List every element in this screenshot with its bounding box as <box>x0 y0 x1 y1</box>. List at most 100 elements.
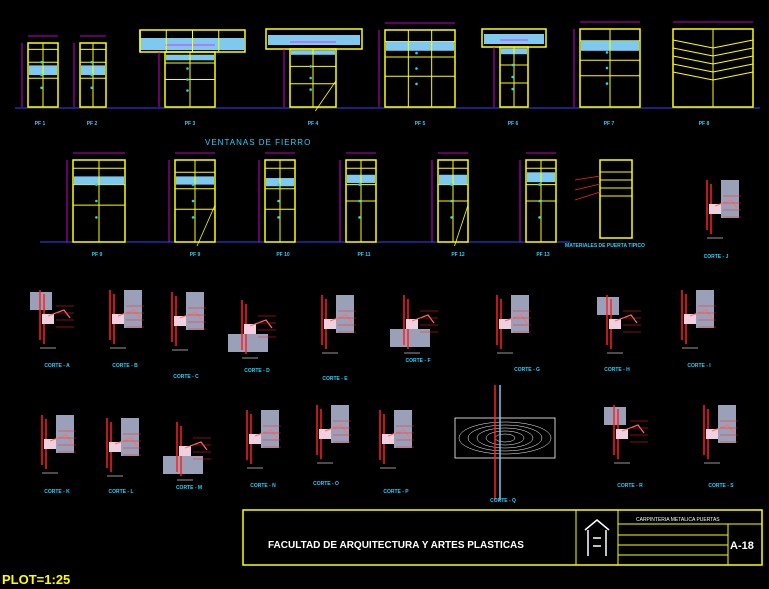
pf10-marker <box>277 199 280 203</box>
corte-label-s: CORTE - S <box>708 483 734 489</box>
pf9b-marker <box>191 216 195 219</box>
pf13-marker <box>538 183 541 186</box>
pf3-marker <box>186 78 189 81</box>
door-typical-leader <box>574 175 601 181</box>
corte-p-wall <box>394 410 412 448</box>
pf8-slat <box>672 63 714 73</box>
corte-q-grain <box>494 433 516 443</box>
pf6-marker <box>511 87 514 91</box>
pf2-marker <box>90 86 93 90</box>
panel-label-pf4: PF 4 <box>307 121 319 127</box>
pf8-slat <box>672 39 714 49</box>
pf4-marker <box>309 88 313 91</box>
corte-l-block <box>109 442 121 452</box>
title-block-info <box>617 509 763 566</box>
title-block-main <box>242 509 577 566</box>
corte-l-sill <box>114 437 138 447</box>
panel-label-pf8: PF 8 <box>698 121 710 127</box>
panel-label-pf5: PF 5 <box>414 121 426 127</box>
corte-m-sill <box>184 441 208 451</box>
corte-h-wall <box>597 297 619 315</box>
corte-e-wall <box>336 295 354 333</box>
pf4-marker <box>309 76 313 80</box>
title-block-sheet-number: A-18 <box>730 540 754 552</box>
pf10-marker <box>277 183 280 186</box>
pf4-swing <box>314 80 337 112</box>
corte-label-b: CORTE - B <box>112 363 138 369</box>
panel-label-pf9a: PF 9 <box>91 252 103 258</box>
corte-f-block <box>406 319 418 329</box>
pf9b-swing <box>196 204 216 247</box>
pf8-slat <box>712 47 754 57</box>
door-typical-leader <box>574 183 601 191</box>
corte-a-sill <box>47 309 71 319</box>
corte-r-block <box>616 429 628 439</box>
pf2-marker <box>90 60 93 64</box>
corte-label-d: CORTE - D <box>244 368 270 374</box>
corte-label-j: CORTE - J <box>703 254 729 260</box>
pf7-marker <box>605 66 609 70</box>
pf4-head-glass <box>268 35 360 45</box>
corte-q-grain <box>485 430 525 446</box>
pf8-slat <box>672 47 714 57</box>
corte-h-sill <box>614 314 638 324</box>
corte-a-wall <box>30 292 52 310</box>
pf9a-marker <box>95 183 98 186</box>
pf13-marker <box>538 216 541 219</box>
panel-label-pf2: PF 2 <box>86 121 98 127</box>
pf6-marker <box>511 75 514 79</box>
pf12-marker <box>450 199 453 203</box>
pf8-slat <box>672 71 714 81</box>
corte-label-h: CORTE - H <box>604 367 630 373</box>
corte-i-sill <box>689 309 713 319</box>
pf1-marker <box>40 73 43 77</box>
pf8-slat <box>672 55 714 65</box>
corte-r-wall <box>604 407 626 425</box>
pf11-marker <box>358 199 361 203</box>
corte-label-l: CORTE - L <box>108 489 134 495</box>
corte-h-block <box>609 319 621 329</box>
pf2-marker <box>90 73 93 77</box>
corte-k-wall <box>56 415 74 453</box>
corte-m-block <box>179 446 191 456</box>
panel-label-pf11: PF 11 <box>357 252 371 258</box>
title-block-title: FACULTAD DE ARQUITECTURA Y ARTES PLASTIC… <box>268 540 524 551</box>
pf3-marker <box>186 67 189 70</box>
pf7-marker <box>605 51 609 54</box>
corte-b-block <box>112 314 124 324</box>
corte-s-sill <box>711 424 735 434</box>
corte-label-r: CORTE - R <box>617 483 643 489</box>
corte-c-wall <box>186 292 204 330</box>
corte-m-wall <box>163 456 203 474</box>
pf13-marker <box>538 199 541 203</box>
corte-n-wall <box>261 410 279 448</box>
pf5-marker <box>415 51 418 55</box>
corte-e-sill <box>329 314 353 324</box>
pf1-marker <box>40 60 43 64</box>
corte-k-sill <box>49 434 73 444</box>
panel-label-pf9b: PF 9 <box>189 252 201 258</box>
panel-label-pf7: PF 7 <box>603 121 615 127</box>
corte-d-sill <box>249 319 273 329</box>
pf9b-marker <box>191 199 195 203</box>
corte-label-q: CORTE - Q <box>490 498 516 504</box>
pf11-marker <box>358 183 361 186</box>
door-typical-frame <box>599 159 633 239</box>
corte-a-block <box>42 314 54 324</box>
logo-icon <box>584 519 610 556</box>
pf8-slat <box>712 63 754 73</box>
pf4-marker <box>309 65 313 68</box>
corte-j-sill <box>714 199 738 209</box>
pf5-marker <box>415 67 418 70</box>
corte-l-wall <box>121 418 139 456</box>
pf8-slat <box>712 39 754 49</box>
pf10-marker <box>277 216 280 219</box>
corte-label-n: CORTE - N <box>250 483 276 489</box>
corte-o-block <box>319 429 331 439</box>
pf5-frame <box>384 29 456 108</box>
corte-label-m: CORTE - M <box>175 485 203 491</box>
pf8-slat <box>712 55 754 65</box>
corte-label-f: CORTE - F <box>405 358 431 364</box>
